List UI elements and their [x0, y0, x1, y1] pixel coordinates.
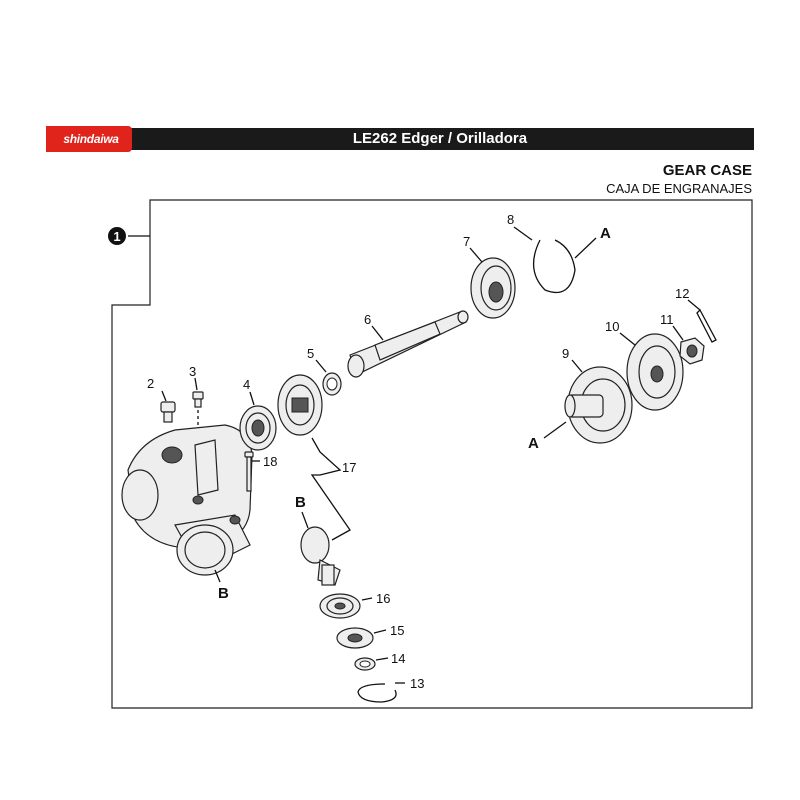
part-12-cotter-pin: [696, 308, 717, 343]
label-part-3: 3: [189, 364, 196, 379]
bevel-gear: [277, 374, 323, 436]
part-7-bearing: [470, 257, 516, 319]
ref-b-lower: B: [218, 585, 229, 602]
part-14-washer: [354, 657, 376, 671]
section-title: GEAR CASE: [662, 162, 752, 179]
label-part-2: 2: [147, 376, 154, 391]
part-10-disc: [626, 333, 684, 411]
leader-12: [687, 299, 701, 311]
label-part-7: 7: [463, 234, 470, 249]
leader-16: [361, 597, 373, 601]
leader-3: [194, 377, 198, 391]
part-8-snap-ring: [533, 239, 576, 294]
leader-5: [315, 359, 327, 373]
assembly-marker: [108, 227, 126, 245]
label-part-5: 5: [307, 346, 314, 361]
part-13-circlip: [357, 683, 397, 703]
label-part-14: 14: [391, 651, 405, 666]
diagram-frame: [111, 199, 753, 709]
leader-15: [373, 629, 387, 634]
gear-housing: [121, 424, 253, 576]
label-part-9: 9: [562, 346, 569, 361]
part-18-pin: [244, 451, 254, 492]
leader-17: [310, 437, 351, 541]
leader-2: [161, 390, 167, 402]
leader-a-left: [543, 421, 567, 439]
label-part-6: 6: [364, 312, 371, 327]
leader-14: [375, 657, 389, 661]
label-part-12: 12: [675, 286, 689, 301]
page-header: LE262 Edger / Orilladora shindaiwa: [46, 126, 754, 152]
ref-a-left: A: [528, 435, 539, 452]
label-part-17: 17: [342, 460, 356, 475]
part-2-bolt: [160, 401, 176, 423]
section-subtitle: CAJA DE ENGRANAJES: [606, 181, 752, 196]
ref-b-upper: B: [295, 494, 306, 511]
brand-logo: shindaiwa: [46, 126, 132, 152]
leader-b-upper: [301, 511, 309, 529]
header-bar: [126, 128, 754, 150]
part-16-bearing: [319, 593, 361, 619]
leader-10: [619, 332, 636, 346]
label-part-11: 11: [660, 312, 674, 327]
brand-logo-text: shindaiwa: [63, 132, 119, 146]
part-4-bearing: [239, 405, 277, 451]
leader-8: [513, 226, 533, 241]
part-6-shaft: [347, 310, 469, 378]
label-part-8: 8: [507, 212, 514, 227]
label-part-15: 15: [390, 623, 404, 638]
label-part-13: 13: [410, 676, 424, 691]
label-part-16: 16: [376, 591, 390, 606]
ref-a-top: A: [600, 225, 611, 242]
part-9-flange: [564, 366, 633, 444]
assembly-number: 1: [113, 229, 120, 244]
label-part-4: 4: [243, 377, 250, 392]
part-11-nut: [679, 337, 705, 365]
leader-7: [469, 247, 483, 263]
part-3-screw: [192, 391, 204, 408]
part-15-seal: [336, 627, 374, 649]
leader-9: [571, 359, 583, 373]
leader-6: [371, 325, 384, 341]
leader-a-top: [574, 237, 597, 259]
page-title: LE262 Edger / Orilladora: [352, 130, 528, 147]
leader-11: [672, 325, 684, 341]
leader-b-lower: [214, 569, 221, 583]
leader-4: [249, 391, 255, 406]
label-part-10: 10: [605, 319, 619, 334]
label-part-18: 18: [263, 454, 277, 469]
part-5-washer: [322, 372, 342, 396]
pinion-gear: [300, 526, 341, 586]
